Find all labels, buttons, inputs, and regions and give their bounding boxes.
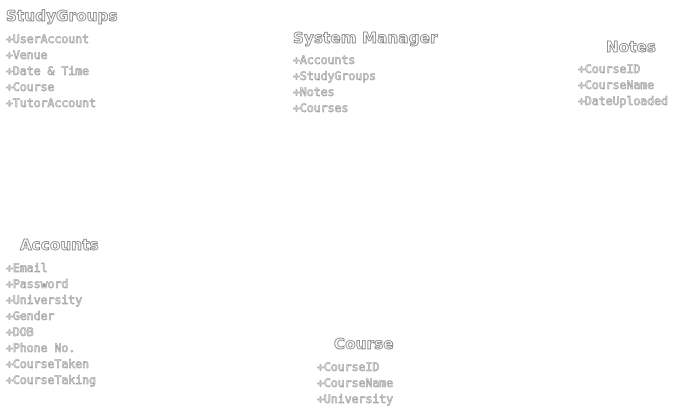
- attribute-list-accounts: +Email +Password +University +Gender +DO…: [6, 260, 99, 388]
- attribute-item: +University: [317, 392, 394, 407]
- attribute-item: +Email: [6, 261, 48, 276]
- class-notes: Notes +CourseID +CourseName +DateUploade…: [578, 38, 669, 109]
- attribute-item: +UserAccount: [6, 32, 90, 47]
- attribute-item: +Course: [6, 80, 55, 95]
- attribute-list-notes: +CourseID +CourseName +DateUploaded: [578, 61, 669, 109]
- attribute-list-studygroups: +UserAccount +Venue +Date & Time +Course…: [6, 31, 118, 111]
- class-title-system-manager: System Manager: [293, 29, 438, 48]
- attribute-item: +Password: [6, 277, 69, 292]
- attribute-item: +Courses: [293, 101, 349, 116]
- attribute-item: +Gender: [6, 309, 55, 324]
- attribute-item: +CourseName: [578, 78, 655, 93]
- attribute-item: +CourseID: [578, 62, 641, 77]
- attribute-item: +Date & Time: [6, 64, 90, 79]
- attribute-item: +CourseID: [317, 360, 380, 375]
- attribute-item: +Phone No.: [6, 341, 76, 356]
- attribute-item: +TutorAccount: [6, 96, 97, 111]
- attribute-item: +Accounts: [293, 53, 356, 68]
- class-title-studygroups: StudyGroups: [6, 7, 118, 26]
- class-title-notes: Notes: [606, 38, 657, 57]
- attribute-item: +University: [6, 293, 83, 308]
- attribute-item: +CourseName: [317, 376, 394, 391]
- attribute-item: +StudyGroups: [293, 69, 377, 84]
- class-title-course: Course: [334, 335, 394, 354]
- attribute-item: +CourseTaken: [6, 357, 90, 372]
- attribute-list-system-manager: +Accounts +StudyGroups +Notes +Courses: [293, 52, 438, 116]
- class-studygroups: StudyGroups +UserAccount +Venue +Date & …: [6, 7, 118, 111]
- class-course: Course +CourseID +CourseName +University: [317, 335, 394, 407]
- attribute-list-course: +CourseID +CourseName +University: [317, 359, 394, 407]
- attribute-item: +Venue: [6, 48, 48, 63]
- attribute-item: +DOB: [6, 325, 34, 340]
- class-system-manager: System Manager +Accounts +StudyGroups +N…: [293, 29, 438, 116]
- attribute-item: +DateUploaded: [578, 94, 669, 109]
- class-accounts: Accounts +Email +Password +University +G…: [6, 236, 99, 388]
- attribute-item: +CourseTaking: [6, 373, 97, 388]
- class-title-accounts: Accounts: [20, 236, 99, 255]
- attribute-item: +Notes: [293, 85, 335, 100]
